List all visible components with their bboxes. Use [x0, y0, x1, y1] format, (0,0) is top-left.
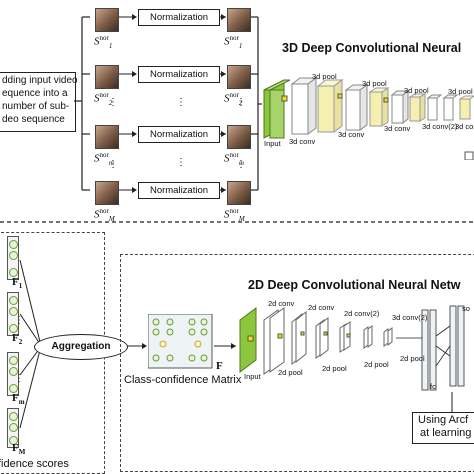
face-thumbnail — [224, 62, 251, 89]
ellipsis-dots: ⋮ — [236, 159, 246, 170]
cnn3d-label-conv: 3d conv — [384, 124, 411, 133]
feature-vector — [7, 408, 19, 448]
aggregation-node: Aggregation — [34, 334, 128, 360]
cnn3d-label-pool: 3d pool — [448, 87, 473, 96]
arcface-text-line: Using Arcf — [418, 414, 469, 426]
cnn3d-pool-block — [368, 87, 390, 127]
cnn2d-title: 2D Deep Convolutional Neural Netw — [248, 278, 461, 292]
feature-label: F1 — [12, 276, 23, 291]
segment-out-label: Snorm — [224, 151, 244, 167]
face-thumbnail — [224, 122, 251, 149]
face-thumbnail — [224, 178, 251, 205]
normalization-box: Normalization — [138, 126, 220, 143]
cnn3d-label-conv: 3d conv(2) — [422, 122, 458, 131]
split-text-line: number of sub- — [2, 101, 70, 112]
ellipsis-dots: ⋮ — [236, 97, 246, 108]
split-text-line: deo sequence — [2, 114, 65, 125]
cnn2d-label-input: Input — [244, 372, 261, 381]
top-connectors — [0, 14, 474, 223]
split-text-line: dding input video — [2, 75, 78, 86]
ellipsis-dots: ⋮ — [176, 97, 186, 108]
feature-label: FM — [12, 442, 26, 457]
matrix-symbol: F — [216, 360, 223, 372]
cnn3d-title: 3D Deep Convolutional Neural — [282, 41, 462, 55]
cnn3d-conv-block — [390, 89, 410, 125]
cnn2d-label-pool: 2d pool — [364, 360, 389, 369]
cnn2d-input-block — [239, 307, 257, 373]
normalization-box: Normalization — [138, 66, 220, 83]
cnn3d-label-pool: 3d pool — [362, 79, 387, 88]
cnn2d-label-conv: 2d conv — [268, 299, 295, 308]
cnn3d-label-conv: 3d conv — [289, 137, 316, 146]
cnn2d-label-conv: 2d conv — [308, 303, 335, 312]
face-thumbnail — [224, 5, 251, 32]
segment-out-label: Snor1 — [224, 34, 243, 50]
matrix-label: Class-confidence Matrix — [124, 374, 242, 386]
face-thumbnail — [92, 5, 119, 32]
cnn2d-label-so: so — [462, 304, 470, 313]
split-text: dding input video equence into a number … — [2, 74, 78, 126]
cnn3d-label-conv: 3d conv(2) — [455, 122, 474, 131]
aggregation-connectors — [19, 259, 236, 429]
face-thumbnail — [92, 62, 119, 89]
arcface-connector — [451, 392, 453, 414]
cnn2d-label-pool: 2d pool — [278, 368, 303, 377]
segment-in-label: Snor2 — [94, 91, 113, 107]
ellipsis-dots: ⋮ — [14, 315, 24, 326]
arcface-box — [412, 412, 474, 444]
face-thumbnail — [92, 178, 119, 205]
split-text-line: equence into a — [2, 88, 68, 99]
segment-in-label: SnorM — [94, 207, 115, 223]
segment-in-label: Snorm — [94, 151, 114, 167]
split-text-box — [0, 72, 76, 132]
arcface-text-line: at learning — [420, 427, 472, 439]
segment-in-label: Snor1 — [94, 34, 113, 50]
cnn2d-label-conv: 3d conv(2) — [392, 313, 428, 322]
normalization-box: Normalization — [138, 182, 220, 199]
cnn3d-conv-block — [290, 77, 318, 135]
cnn2d-label-pool: 2d pool — [400, 354, 425, 363]
feature-label: Fm — [12, 392, 25, 407]
cnn2d-label-pool: 2d pool — [322, 364, 347, 373]
ellipsis-dots: ⋮ — [176, 157, 186, 168]
normalization-box: Normalization — [138, 9, 220, 26]
cnn2d-label-conv: 2d conv(2) — [344, 309, 380, 318]
cnn2d-dashed-box — [120, 254, 474, 472]
cnn3d-input-block — [263, 79, 291, 139]
segment-out-label: SnorM — [224, 207, 245, 223]
cnn3d-cutoff-block — [464, 151, 474, 160]
cnn3d-label-pool: 3d pool — [312, 72, 337, 81]
ellipsis-dots: ⋮ — [108, 159, 118, 170]
feature-vector — [7, 236, 19, 280]
cnn3d-label-conv: 3d conv — [338, 130, 365, 139]
cnn2d-label-fc: fc — [430, 382, 436, 391]
cnn3d-pool-block — [316, 79, 344, 133]
segment-out-label: Snor2 — [224, 91, 243, 107]
cnn3d-conv-block — [426, 94, 459, 121]
feature-vector — [7, 292, 19, 336]
confidence-scores-label: fidence scores — [0, 458, 69, 470]
class-confidence-matrix — [148, 314, 213, 369]
feature-vector — [7, 352, 19, 396]
cnn3d-label-pool: 3d pool — [404, 86, 429, 95]
cnn3d-label-input: Input — [264, 139, 281, 148]
feature-label: F2 — [12, 332, 23, 347]
cnn2d-layers — [239, 305, 465, 391]
cnn3d-pool-block — [458, 95, 474, 120]
cnn3d-layers — [263, 77, 474, 160]
ellipsis-dots: ⋮ — [14, 373, 24, 384]
face-thumbnail — [92, 122, 119, 149]
cnn3d-conv-block — [344, 84, 369, 131]
cnn3d-pool-block — [408, 93, 427, 122]
ellipsis-dots: ⋮ — [108, 97, 118, 108]
